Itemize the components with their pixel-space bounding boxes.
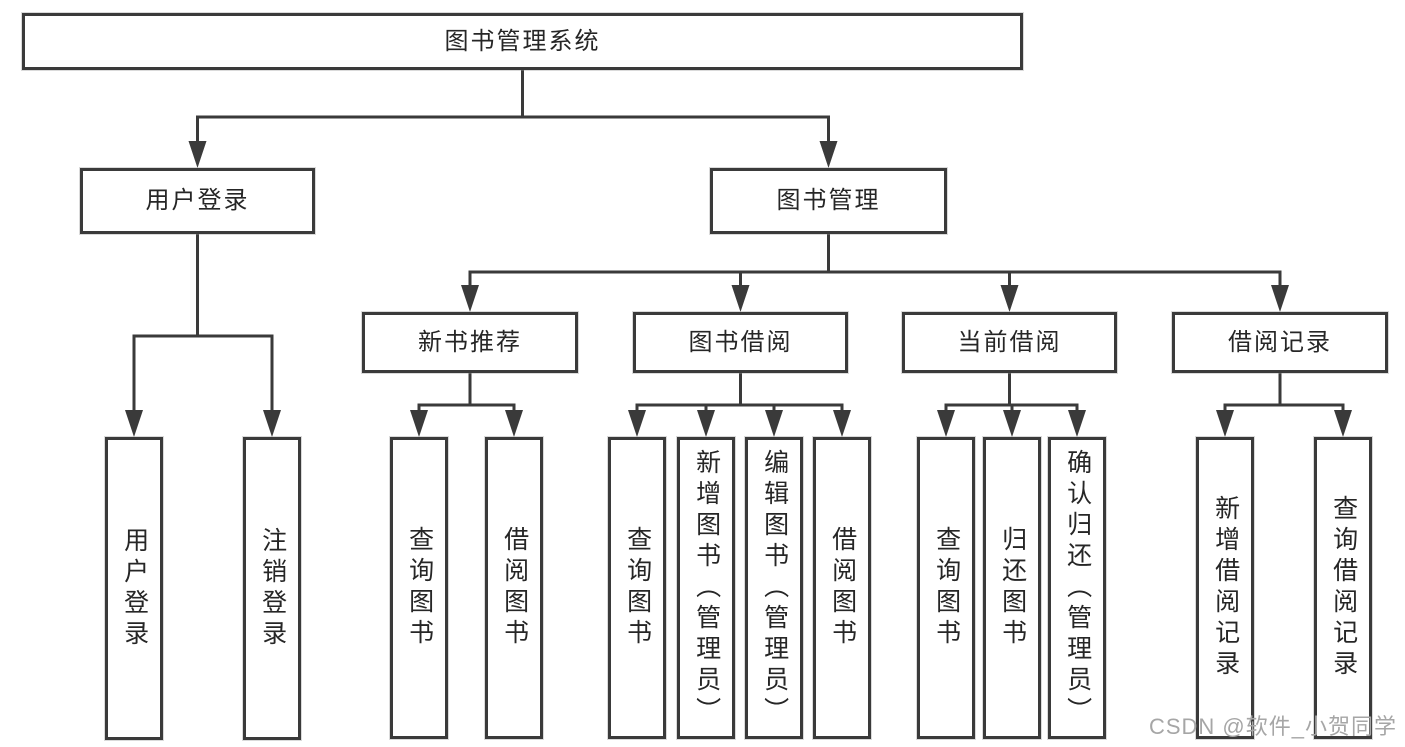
node-leaf-bb-edit: 编辑图书（管理员）	[745, 437, 803, 739]
node-book-mgmt: 图书管理	[710, 168, 947, 234]
node-leaf-cb-query: 查询图书	[917, 437, 975, 739]
node-leaf-nb-borrow: 借阅图书	[485, 437, 543, 739]
node-current-borrow: 当前借阅	[902, 312, 1117, 373]
node-leaf-bb-query: 查询图书	[608, 437, 666, 739]
node-leaf-bb-borrow: 借阅图书	[813, 437, 871, 739]
node-leaf-logout: 注销登录	[243, 437, 301, 740]
node-leaf-cb-return: 归还图书	[983, 437, 1041, 739]
node-new-book: 新书推荐	[362, 312, 578, 373]
node-root: 图书管理系统	[22, 13, 1023, 70]
node-leaf-login: 用户登录	[105, 437, 163, 740]
node-borrow-records: 借阅记录	[1172, 312, 1388, 373]
watermark: CSDN @软件_小贺同学	[1148, 714, 1397, 739]
node-leaf-rec-add: 新增借阅记录	[1196, 437, 1254, 739]
node-leaf-bb-add: 新增图书（管理员）	[677, 437, 735, 739]
node-leaf-cb-confirm: 确认归还（管理员）	[1048, 437, 1106, 739]
node-book-borrow: 图书借阅	[633, 312, 848, 373]
node-user-login: 用户登录	[80, 168, 315, 234]
node-leaf-rec-query: 查询借阅记录	[1314, 437, 1372, 739]
node-leaf-nb-query: 查询图书	[390, 437, 448, 739]
